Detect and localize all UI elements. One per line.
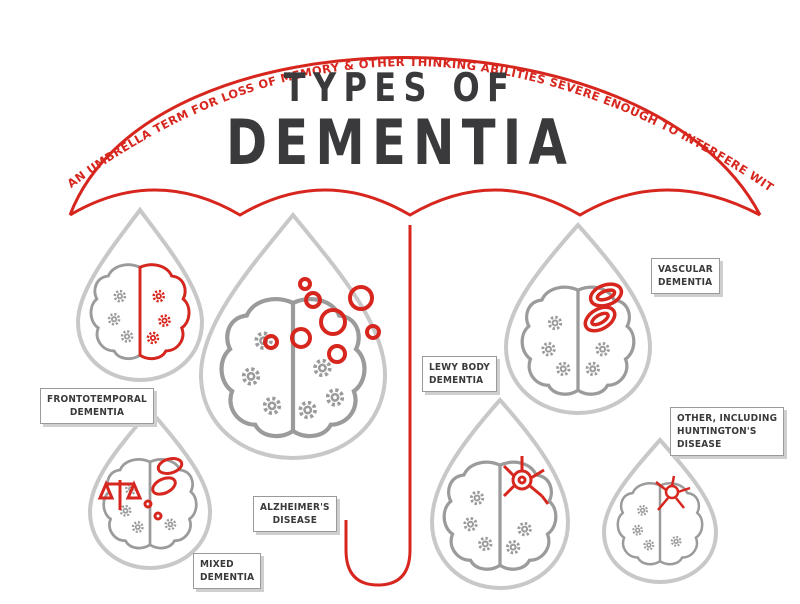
label-frontotemporal: FRONTOTEMPORAL DEMENTIA <box>40 388 154 424</box>
title-line-2: DEMENTIA <box>225 106 575 179</box>
drop-huntingtons <box>601 436 719 585</box>
label-alzheimers: ALZHEIMER'S DISEASE <box>253 496 337 532</box>
label-mixed: MIXED DEMENTIA <box>193 553 262 589</box>
drop-lewy-body <box>429 396 571 591</box>
neuron-icon-small <box>655 475 691 511</box>
drop-frontotemporal <box>75 206 205 383</box>
label-vascular: VASCULAR DEMENTIA <box>651 258 720 294</box>
umbrella-canopy <box>68 56 762 216</box>
label-lewy-body: LEWY BODY DEMENTIA <box>422 356 498 392</box>
umbrella-handle <box>344 225 412 587</box>
amyloid-plaques <box>263 277 381 364</box>
label-other-huntingtons: OTHER, INCLUDING HUNTINGTON'S DISEASE <box>670 407 785 456</box>
drop-mixed <box>87 406 213 571</box>
blood-cells <box>583 282 624 333</box>
neuron-icon <box>502 456 550 505</box>
drop-vascular <box>503 221 653 416</box>
umbrella-scallops <box>69 188 761 217</box>
title-line-1: TYPES OF <box>283 66 517 111</box>
drop-alzheimers <box>198 211 388 461</box>
mixed-scale-and-cells <box>97 457 184 521</box>
